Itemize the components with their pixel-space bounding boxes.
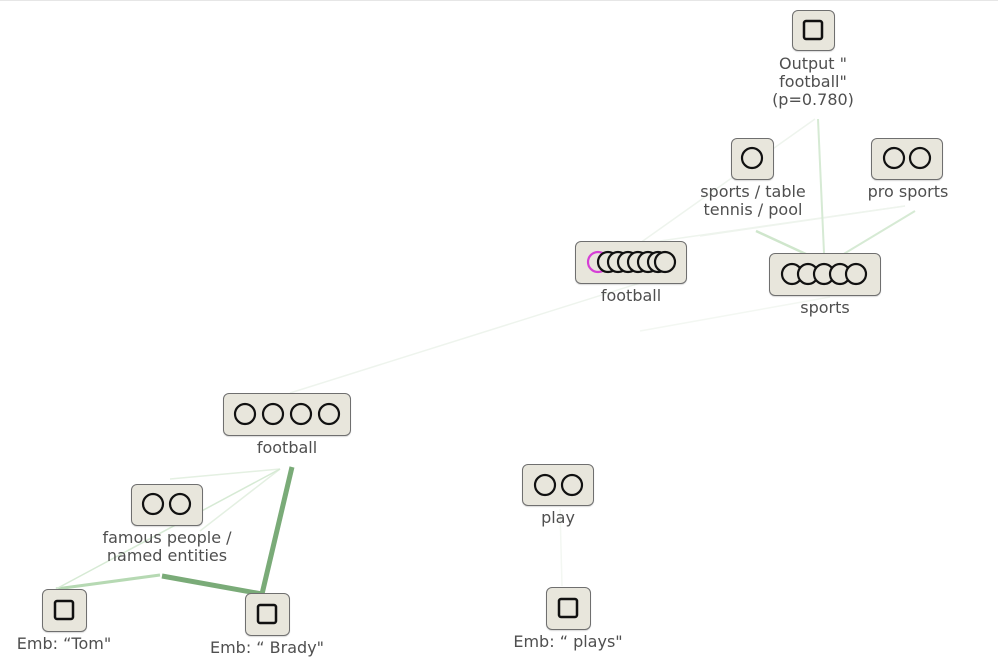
edge [841, 210, 916, 256]
edge [559, 508, 563, 587]
output-node[interactable] [792, 10, 835, 51]
edge [259, 466, 295, 595]
output-label: Output " football" (p=0.780) [772, 54, 854, 109]
square-icon [557, 597, 579, 619]
edge [55, 468, 281, 590]
square-icon [802, 19, 824, 41]
square-icon [256, 603, 278, 625]
sports-node[interactable] [769, 253, 881, 296]
emb-tom-label: Emb: “Tom" [16, 634, 112, 653]
edge [289, 282, 641, 394]
edge [55, 573, 161, 591]
edge [817, 118, 825, 254]
famous-people-label: famous people / named entities [102, 528, 232, 565]
football-mid-label: football [256, 438, 318, 457]
sports-table-tennis-node[interactable] [731, 138, 774, 180]
emb-plays-label: Emb: “ plays" [513, 632, 623, 651]
pro-sports-node[interactable] [871, 138, 943, 180]
emb-brady-label: Emb: “ Brady" [209, 638, 325, 657]
circles-icon [586, 250, 677, 274]
football-top-node[interactable] [575, 241, 687, 284]
circles-icon [882, 146, 932, 170]
football-top-label: football [600, 286, 662, 305]
square-icon [53, 599, 75, 621]
emb-plays-node[interactable] [546, 587, 591, 630]
edge [699, 205, 906, 237]
edge [169, 468, 281, 480]
circles-icon [533, 473, 584, 497]
sports-table-tennis-label: sports / table tennis / pool [700, 182, 806, 219]
circles-icon [141, 492, 192, 516]
pro-sports-label: pro sports [867, 182, 949, 201]
edge [639, 296, 831, 332]
sports-label: sports [800, 298, 850, 317]
edge [199, 468, 281, 532]
edge [639, 118, 816, 244]
edge [755, 229, 809, 257]
football-mid-node[interactable] [223, 393, 351, 436]
circles-icon [233, 402, 341, 426]
circle-icon [740, 146, 764, 170]
play-node[interactable] [522, 464, 594, 506]
play-label: play [541, 508, 575, 527]
famous-people-node[interactable] [131, 484, 203, 526]
emb-tom-node[interactable] [42, 589, 87, 632]
emb-brady-node[interactable] [245, 593, 290, 636]
edge [161, 573, 263, 597]
circles-icon [780, 262, 868, 286]
